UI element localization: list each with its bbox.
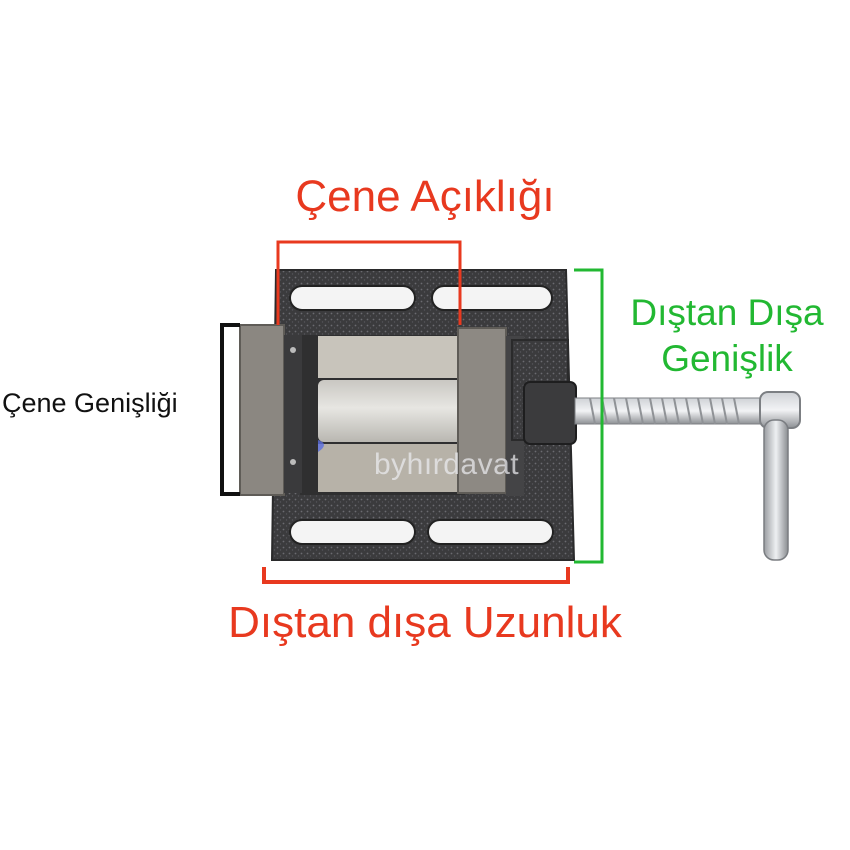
outer-width-bracket: [574, 268, 604, 564]
vise-channel: [300, 335, 466, 495]
hex-nut: [523, 381, 577, 445]
mounting-slot: [289, 285, 416, 311]
mounting-slot: [289, 519, 416, 545]
watermark-text: byhırdavat: [374, 448, 520, 481]
outer-width-label-line1: Dıştan Dışa: [630, 292, 824, 333]
vise-handle: [763, 419, 789, 561]
fixed-jaw: [239, 324, 302, 496]
screw-end-block: [511, 339, 577, 445]
lead-screw: [574, 391, 801, 429]
jaw-width-bracket: [220, 323, 240, 496]
outer-length-bracket: [262, 567, 570, 584]
jaw-opening-label: Çene Açıklığı: [295, 172, 555, 221]
outer-width-label: Dıştan Dışa Genişlik: [604, 290, 850, 382]
mounting-slot: [431, 285, 553, 311]
jaw-width-label: Çene Genişliği: [2, 388, 178, 418]
movable-jaw: [457, 327, 524, 496]
jaw-opening-bracket: [276, 240, 462, 325]
outer-length-label: Dıştan dışa Uzunluk: [228, 598, 622, 647]
outer-width-label-line2: Genişlik: [661, 338, 793, 379]
mounting-slot: [427, 519, 554, 545]
